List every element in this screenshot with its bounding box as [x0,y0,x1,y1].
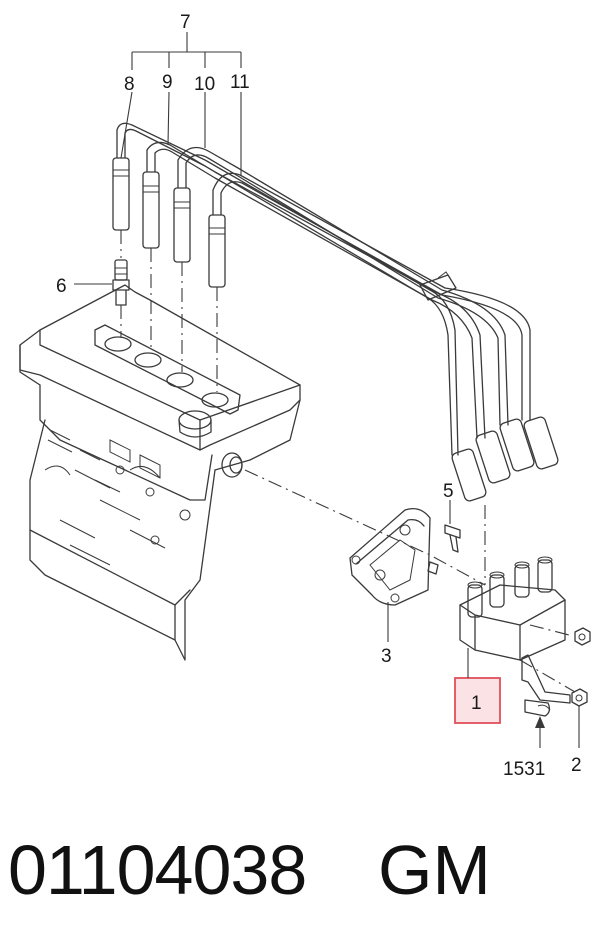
coil-bracket [349,507,439,606]
callout-1: 1 [471,693,482,714]
callout-6: 6 [56,276,67,297]
callout-5: 5 [443,481,454,502]
ignition-coil [459,556,566,661]
nut [571,627,591,707]
ignition-leads [112,122,559,585]
engine-block [19,284,301,661]
brand-name: GM [378,831,491,909]
callout-1531: 1531 [503,759,545,780]
assembly-axis-line [244,469,486,586]
exploded-parts-diagram: 7 8 9 10 11 6 5 3 1 2 1531 [19,12,591,780]
callout-2: 2 [571,755,582,776]
callout-7: 7 [180,12,191,33]
bolt [444,524,461,553]
coil-strap [521,654,571,717]
part-caption: 01104038 GM [8,820,588,930]
callout-9: 9 [162,72,173,93]
callout-8: 8 [124,74,135,95]
highlight-box [454,677,501,724]
callout-3: 3 [381,646,392,667]
callout-10: 10 [194,74,215,95]
callout-11: 11 [230,72,250,93]
spark-plug [112,259,130,306]
part-number: 01104038 [8,831,307,909]
